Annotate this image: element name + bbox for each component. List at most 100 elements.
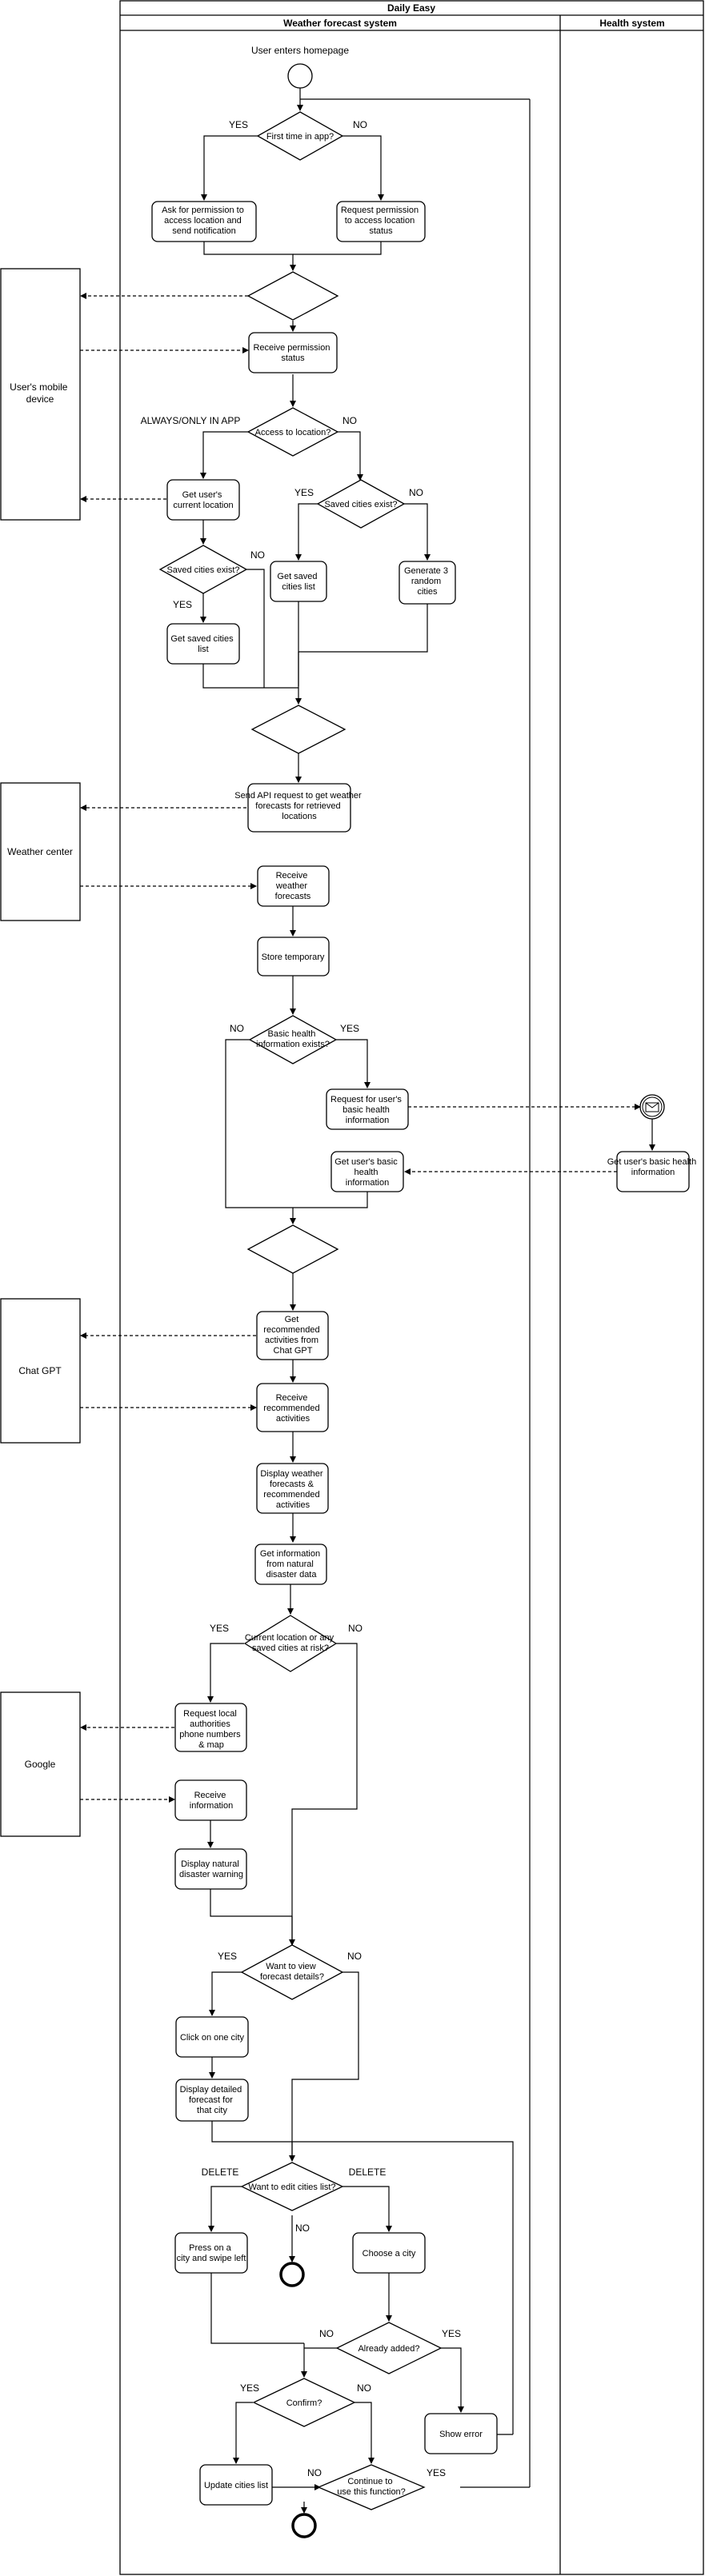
decision-already-added: Already added? [335,2322,443,2374]
svg-text:NO: NO [230,1023,244,1034]
decision-saved-cities-left: Saved cities exist? [158,545,248,594]
svg-text:Request for user's basic: Request for user's basic health informat… [330,1095,404,1125]
svg-text:YES: YES [294,487,314,498]
svg-text:NO: NO [319,2328,334,2339]
task-get-saved-right: Get saved cities list [270,561,327,602]
message-event-health [639,1094,665,1120]
lane-weather-title: Weather forecast system [283,18,397,29]
actor-chatgpt-label: Chat GPT [18,1365,62,1376]
gateway-merge-3 [246,1224,339,1274]
actor-mobile-label: User's mobile device [10,381,70,405]
svg-text:NO: NO [357,2382,371,2394]
decision-at-risk-label: Current location or any saved cities at … [245,1633,336,1653]
end-event-1 [279,2262,305,2287]
task-receive-activities: Receive recommended activities [256,1383,329,1432]
svg-text:Display natural disaster: Display natural disaster warning [179,1859,243,1879]
task-request-authorities: Request local authorities phone numbers … [174,1703,247,1752]
decision-continue-label: Continue to use this function? [337,2477,406,2497]
task-get-current-location: Get user's current location [166,479,240,521]
decision-edit-cities: Want to edit cities list? [240,2162,344,2211]
svg-text:Confirm?: Confirm? [286,2398,322,2408]
actor-chatgpt: Chat GPT [0,1298,81,1444]
svg-text:Receive recommended: Receive recommended activities [263,1393,322,1424]
svg-text:Receive information: Receive information [190,1791,233,1811]
svg-text:Get user's basic health: Get user's basic health information [334,1157,400,1188]
svg-text:Press on a city and swip: Press on a city and swipe left [177,2243,246,2263]
decision-access-location: Access to location? [246,407,339,457]
svg-text:NO: NO [250,549,265,561]
decision-first-time: First time in app? [256,111,344,161]
svg-text:Get saved cities list: Get saved cities list [277,572,319,592]
actor-weather-center-label: Weather center [7,846,73,857]
task-choose-city: Choose a city [352,2232,426,2274]
svg-text:NO: NO [353,119,367,130]
task-ask-permission: Ask for permission to access location an… [151,201,257,242]
task-request-health: Request for user's basic health informat… [326,1088,409,1130]
decision-continue: Continue to use this function? [317,2464,426,2510]
task-generate-random: Generate 3 random cities [399,561,456,605]
end-event-2 [291,2513,317,2538]
svg-text:NO: NO [307,2467,322,2478]
svg-text:Click on one city: Click on one city [180,2033,245,2043]
task-display-forecasts: Display weather forecasts & recommended … [256,1463,329,1514]
connectors [200,88,655,2514]
svg-text:Ask for permission to ac: Ask for permission to access location an… [162,206,246,236]
svg-text:YES: YES [442,2328,461,2339]
task-get-disaster: Get information from natural disaster da… [254,1544,327,1585]
pool: Daily Easy Weather forecast system Healt… [119,0,704,2575]
start-event [287,63,313,89]
svg-text:Send API request to get weathe: Send API request to get weather forecast… [234,791,363,821]
actor-mobile: User's mobile device [0,268,81,521]
svg-text:Get user's current locat: Get user's current location [173,490,233,510]
svg-text:NO: NO [342,415,357,426]
svg-text:Saved cities exist?: Saved cities exist? [324,500,397,509]
decision-health-exists-label: Basic health information exists? [256,1029,330,1049]
svg-text:NO: NO [347,1951,362,1962]
svg-text:YES: YES [173,599,192,610]
svg-text:Display detailed forecas: Display detailed forecast for that city [180,2085,245,2115]
svg-text:Get user's basic health: Get user's basic health information [607,1157,699,1177]
task-show-error: Show error [424,2413,498,2454]
svg-text:Request permission to ac: Request permission to access location st… [341,206,421,236]
svg-text:Get recommended ac: Get recommended activities from Chat GPT [263,1315,322,1356]
svg-text:First time in app?: First time in app? [266,132,334,142]
start-label: User enters homepage [251,45,349,56]
decision-confirm: Confirm? [252,2378,356,2427]
decision-at-risk: Current location or any saved cities at … [243,1615,338,1672]
svg-text:Request local authoritie: Request local authorities phone numbers … [179,1709,243,1750]
task-request-permission: Request permission to access location st… [336,201,426,242]
svg-text:Update cities list: Update cities list [204,2481,268,2490]
task-receive-information: Receive information [174,1779,247,1821]
svg-text:YES: YES [427,2467,446,2478]
lane-health-title: Health system [599,18,664,29]
decision-health-exists: Basic health information exists? [248,1015,338,1064]
svg-text:Access to location?: Access to location? [255,428,331,437]
svg-text:NO: NO [348,1623,363,1634]
task-receive-permission: Receive permission status [248,332,338,373]
decision-view-details: Want to view forecast details? [240,1944,344,2000]
decision-view-details-label: Want to view forecast details? [260,1962,324,1982]
task-click-city: Click on one city [175,2016,249,2058]
svg-text:Receive permission statu: Receive permission status [253,343,332,363]
svg-text:YES: YES [240,2382,259,2394]
svg-text:NO: NO [409,487,423,498]
task-press-swipe: Press on a city and swipe left [174,2232,248,2274]
svg-text:YES: YES [210,1623,229,1634]
task-store-temporary: Store temporary [257,937,330,976]
svg-text:Choose a city: Choose a city [363,2249,416,2258]
svg-text:Get saved cities list: Get saved cities list [170,634,235,654]
gateway-merge-2 [250,705,346,754]
task-get-health-main: Get user's basic health information [330,1151,404,1192]
task-get-activities: Get recommended activities from Chat GPT [256,1311,329,1360]
svg-text:YES: YES [218,1951,237,1962]
svg-text:DELETE: DELETE [349,2167,387,2178]
actor-weather-center: Weather center [0,782,81,921]
svg-text:Show error: Show error [439,2430,483,2439]
task-display-warning: Display natural disaster warning [174,1848,247,1890]
svg-text:DELETE: DELETE [202,2167,239,2178]
actor-google: Google [0,1691,81,1837]
pool-title: Daily Easy [387,2,435,14]
task-update-list: Update cities list [199,2464,273,2506]
svg-text:Want to edit cities list?: Want to edit cities list? [248,2183,335,2192]
task-get-health-lane: Get user's basic health information [607,1151,699,1192]
